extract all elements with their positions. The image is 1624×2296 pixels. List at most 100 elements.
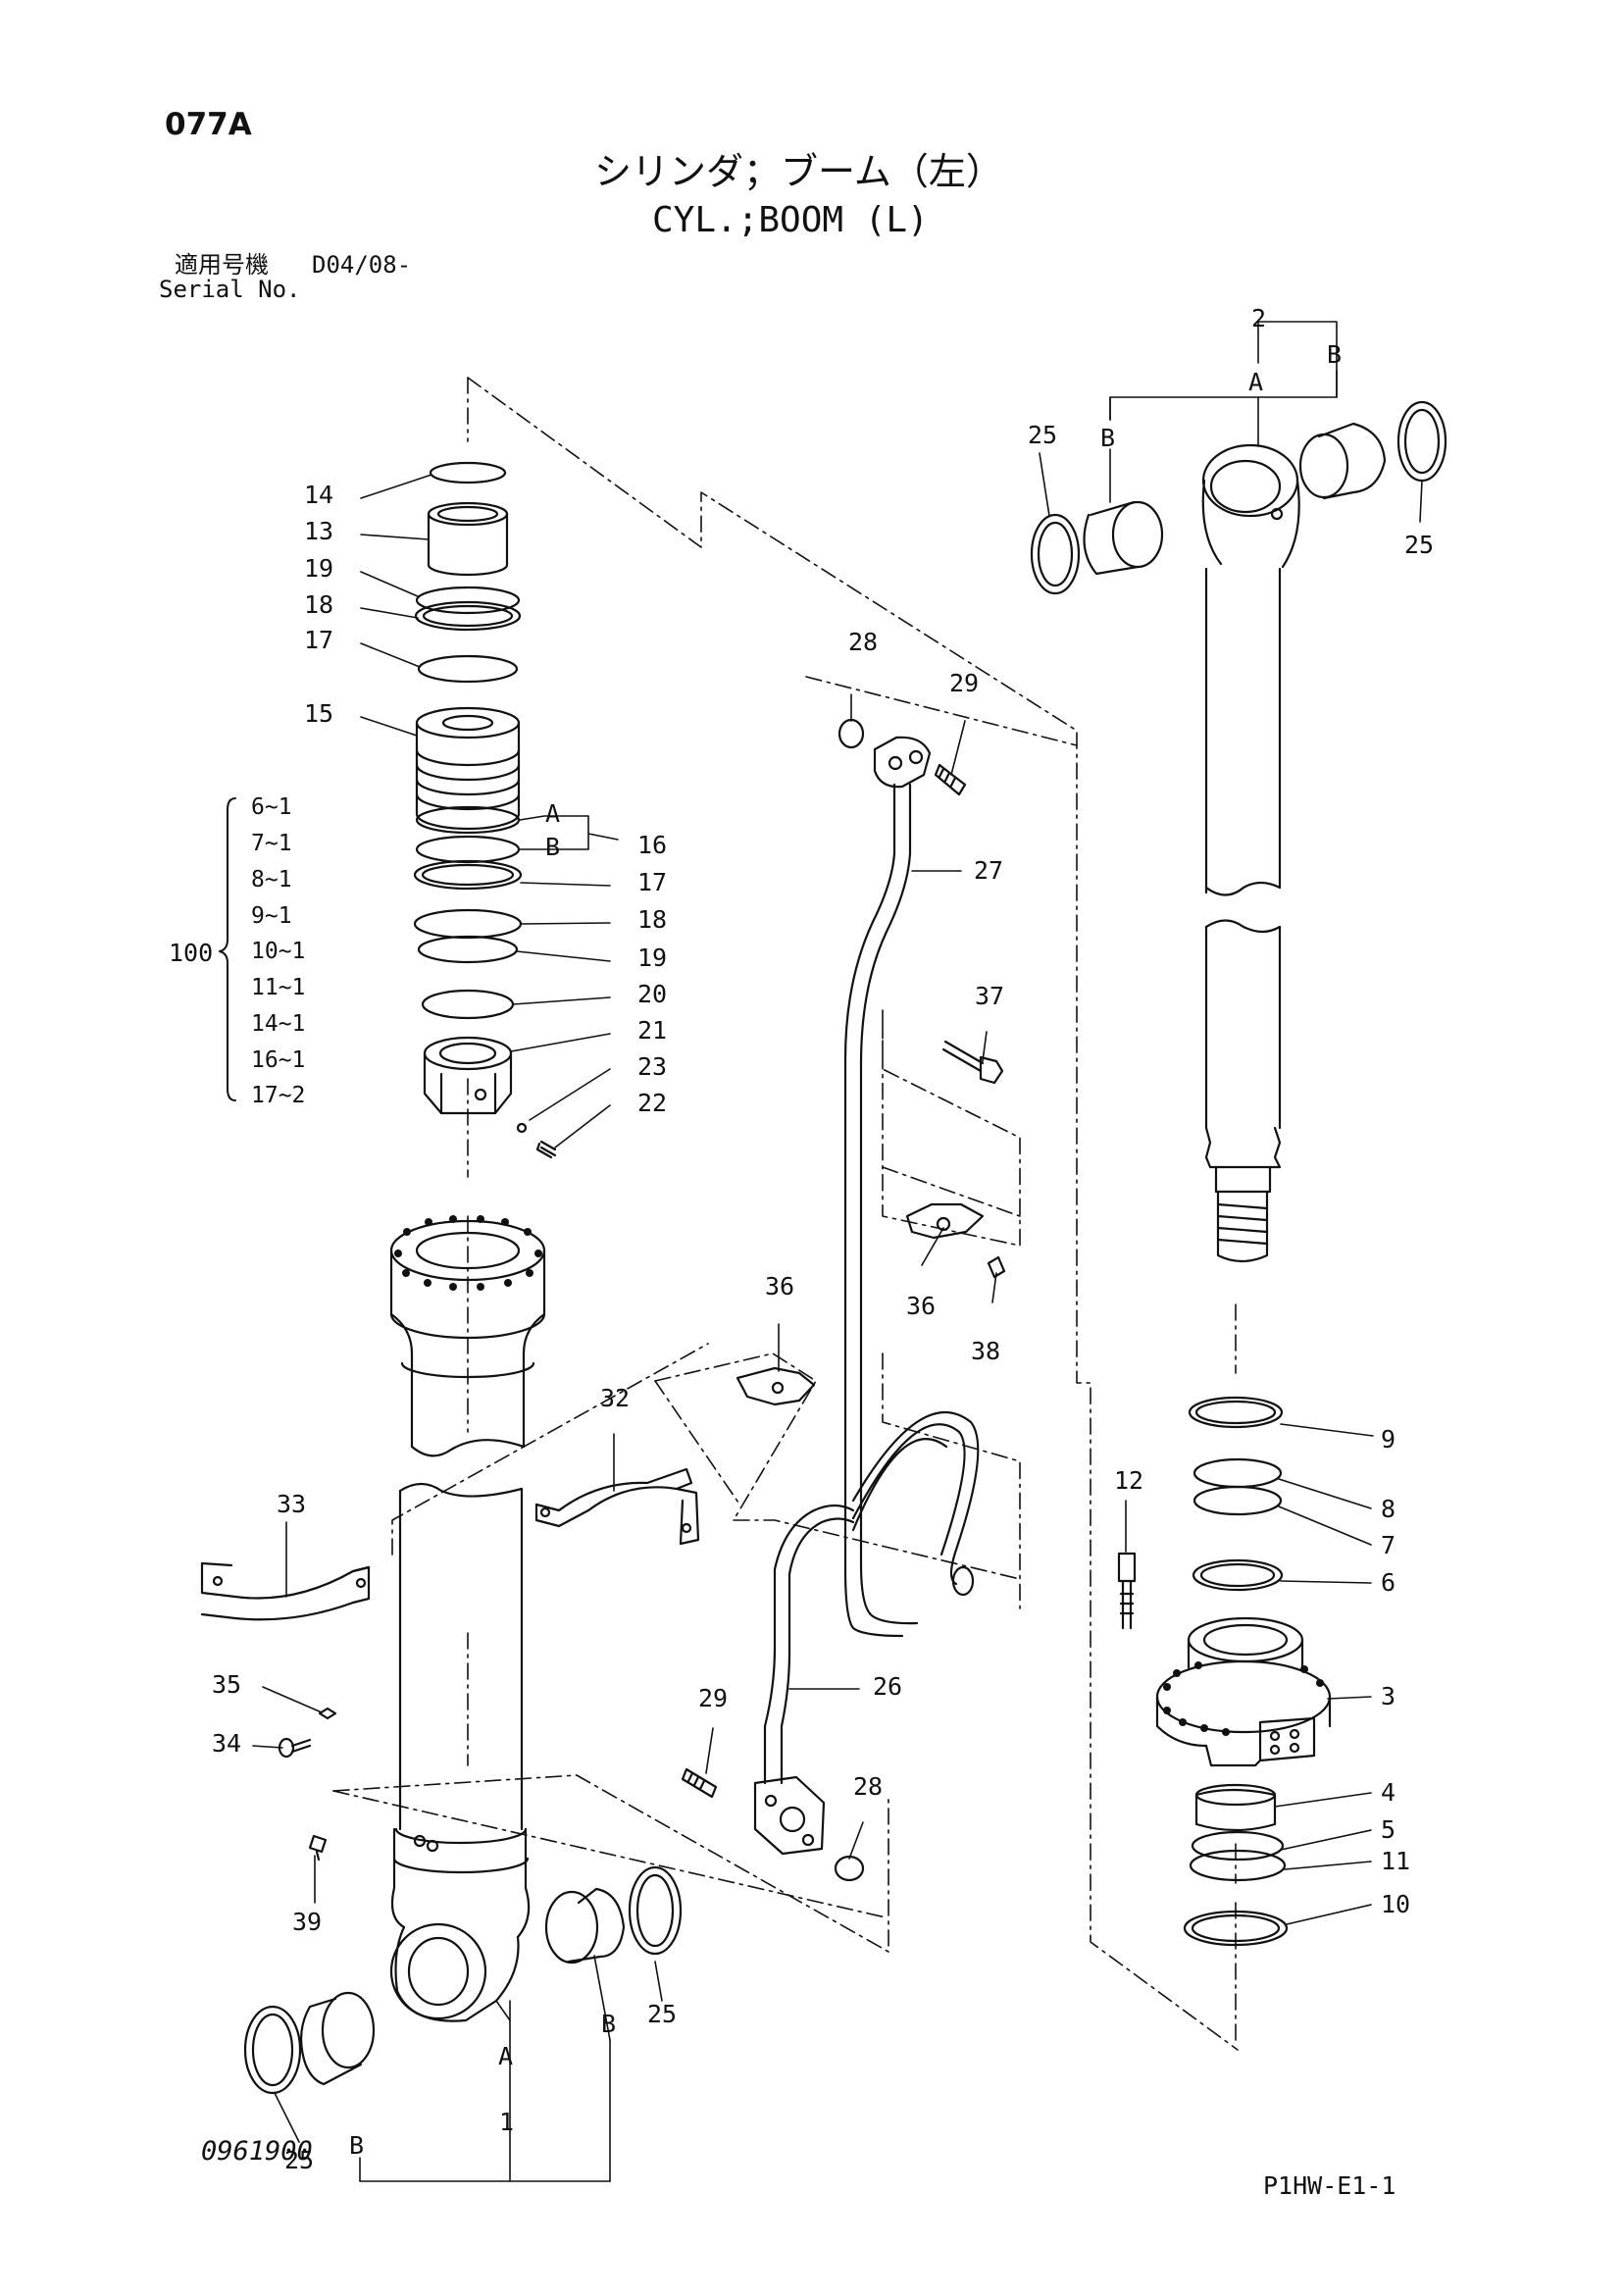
callout-label: 15	[304, 699, 333, 728]
socket-bolt-12	[1117, 1552, 1137, 1630]
callout-label: 5	[1381, 1815, 1396, 1844]
seal-25-left	[243, 2005, 302, 2095]
bushing-B-left	[299, 1997, 363, 2086]
bolt-29-bottom	[681, 1767, 718, 1799]
callout-label: 6	[1381, 1568, 1396, 1597]
callout-label: 17	[637, 868, 667, 896]
serial-label-japanese: 適用号機	[175, 251, 269, 279]
bushing-B-right	[567, 1887, 626, 1964]
ring-18-top	[414, 600, 522, 632]
callout-label: 18	[637, 905, 667, 934]
callout-label: 14	[304, 481, 333, 509]
callout-label: 19	[637, 944, 667, 972]
serial-label-english: Serial No.	[159, 276, 301, 303]
figure-code: P1HW-E1-1	[1263, 2171, 1396, 2200]
ring-17-top	[417, 654, 519, 684]
washer-20	[421, 989, 515, 1020]
pipe-27	[843, 783, 919, 1638]
seal-25-rod-left	[1030, 513, 1081, 595]
pipe-26	[763, 1411, 980, 1785]
washer-35	[318, 1707, 337, 1720]
callout-label: 21	[637, 1016, 667, 1045]
nut-21	[423, 1036, 513, 1115]
cylinder-head-3	[1155, 1616, 1332, 1767]
callout-label: B	[601, 2010, 616, 2038]
ring-5	[1191, 1830, 1285, 1862]
kit-member: 11~1	[251, 975, 306, 1000]
piston-15	[415, 706, 521, 831]
callout-label: 17	[304, 626, 333, 654]
title-english: CYL.;BOOM (L)	[652, 200, 929, 240]
piston-rod	[1201, 443, 1300, 1263]
clamp-36-right	[905, 1202, 985, 1240]
callout-label: A	[498, 2042, 513, 2070]
callout-label: 4	[1381, 1778, 1396, 1807]
serial-value: D04/08-	[312, 251, 412, 279]
callout-label: 25	[284, 2146, 314, 2174]
callout-label: 23	[637, 1052, 667, 1081]
callout-label: B	[545, 833, 560, 861]
callout-label: 1	[499, 2108, 514, 2136]
callout-label: 29	[949, 669, 979, 697]
bushing-4	[1194, 1788, 1277, 1832]
ring-18-lower	[413, 908, 523, 940]
head-seals	[1188, 1396, 1284, 1592]
head-bolt-holes	[1163, 1661, 1324, 1736]
seal-25-right	[628, 1865, 683, 1956]
callout-label: 25	[1404, 531, 1434, 559]
title-japanese: シリンダ；ブーム（左）	[594, 150, 1003, 193]
callout-label: 3	[1381, 1682, 1396, 1710]
callout-label: 2	[1251, 304, 1266, 332]
seal-6	[1192, 1558, 1284, 1592]
callout-label: 32	[600, 1384, 630, 1412]
clamp-32	[534, 1467, 700, 1546]
ring-A	[415, 805, 521, 835]
callout-label: 37	[975, 982, 1004, 1010]
bolt-37	[941, 1040, 1004, 1085]
ring-10	[1183, 1910, 1289, 1947]
dashed-boundaries	[332, 377, 1239, 2051]
ring-11	[1189, 1849, 1287, 1882]
callout-label: 27	[974, 856, 1003, 885]
flange-29-bottom	[753, 1775, 826, 1856]
kit-bracket	[219, 797, 236, 1101]
bushing-13	[427, 512, 509, 577]
washer-38	[987, 1255, 1006, 1279]
callout-label: 33	[277, 1490, 306, 1518]
kit-member: 14~1	[251, 1011, 306, 1037]
callout-label: 25	[647, 2000, 677, 2028]
bottom-bushings	[243, 1865, 683, 2095]
callout-label: A	[1248, 368, 1263, 396]
callout-label: 34	[212, 1729, 241, 1758]
bolt-29-top	[934, 763, 967, 796]
callout-label: 9	[1381, 1425, 1396, 1454]
rod-bushings	[1030, 400, 1447, 595]
bolt-34	[278, 1737, 312, 1759]
set-screw-22	[535, 1140, 557, 1159]
page-code: 077A	[165, 107, 252, 142]
kit-member: 16~1	[251, 1047, 306, 1073]
kit-member: 9~1	[251, 903, 292, 929]
seal-8	[1193, 1457, 1283, 1489]
clamp-33	[200, 1561, 371, 1621]
kit-member: 8~1	[251, 867, 292, 893]
callout-label: 7	[1381, 1531, 1396, 1559]
callout-label: 18	[304, 590, 333, 619]
bushing-B-rod-left	[1083, 500, 1140, 576]
callout-label: B	[1327, 340, 1342, 369]
callout-labels: 14 13 19 18 17 15 A B 16 17 18 19 20 21 …	[212, 304, 1434, 2174]
seal-7	[1193, 1485, 1283, 1516]
bushing-B-rod-right	[1317, 422, 1387, 500]
clamp-36-left	[736, 1366, 816, 1406]
kit-member: 17~2	[251, 1083, 306, 1108]
piston-stack	[413, 461, 557, 1159]
lower-head-parts	[1183, 1783, 1289, 1947]
kit-member: 10~1	[251, 939, 306, 964]
drawing-number: 0961900	[201, 2136, 313, 2167]
kit-number: 100	[169, 939, 214, 967]
kit-member: 6~1	[251, 794, 292, 820]
oring-28-bottom	[834, 1855, 865, 1882]
callout-label: 39	[292, 1908, 322, 1936]
callout-label: A	[545, 799, 560, 828]
